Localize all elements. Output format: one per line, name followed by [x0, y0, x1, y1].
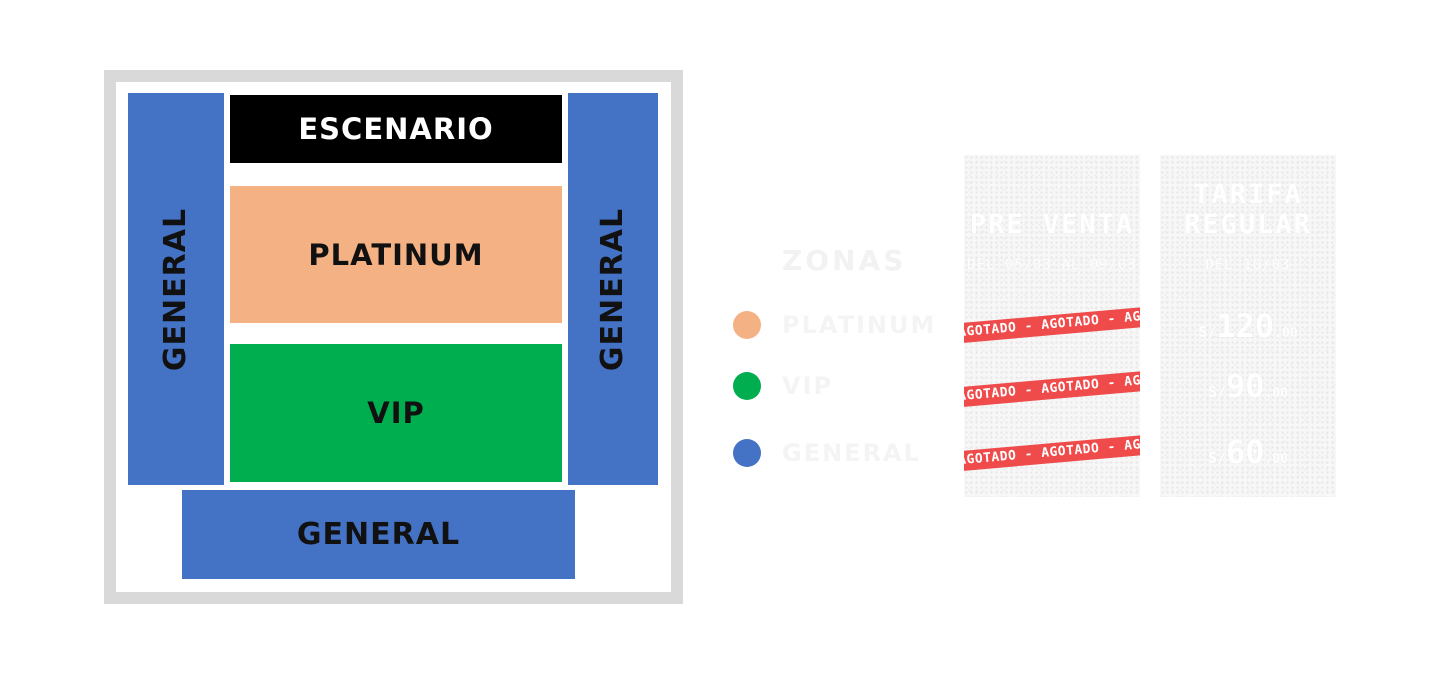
price-general: S/60.00	[1160, 433, 1336, 471]
general-zone-right[interactable]: GENERAL	[568, 93, 658, 485]
price-currency: S/	[1207, 383, 1227, 401]
legend-platinum-label: PLATINUM	[782, 311, 937, 339]
legend-title: ZONAS	[782, 244, 907, 277]
regular-subtitle: DEL 10/03	[1205, 257, 1291, 273]
vip-label: VIP	[367, 396, 425, 430]
regular-title-line1: TARIFA	[1193, 179, 1303, 210]
stage-zone: ESCENARIO	[230, 95, 562, 163]
price-cents: .00	[1264, 452, 1289, 467]
vip-legend-dot	[733, 372, 761, 400]
legend-vip-label: VIP	[782, 372, 834, 400]
general-zone-bottom[interactable]: GENERAL	[182, 490, 575, 579]
general-bottom-label: GENERAL	[296, 517, 461, 552]
vip-zone[interactable]: VIP	[230, 344, 562, 482]
price-currency: S/	[1207, 449, 1227, 467]
platinum-zone[interactable]: PLATINUM	[230, 186, 562, 323]
price-amount: 60	[1226, 433, 1265, 471]
price-cents: .00	[1274, 326, 1298, 341]
general-left-label: GENERAL	[158, 207, 194, 371]
sold-out-ribbon: AGOTADO - AGOTADO - AGOTADO	[964, 306, 1140, 344]
price-currency: S/	[1198, 323, 1217, 341]
stage-label: ESCENARIO	[298, 112, 494, 146]
price-cents: .00	[1264, 386, 1289, 401]
platinum-label: PLATINUM	[308, 237, 484, 272]
price-amount: 90	[1226, 367, 1265, 405]
sold-out-ribbon: AGOTADO - AGOTADO - AGOTADO	[964, 434, 1140, 472]
general-zone-left[interactable]: GENERAL	[128, 93, 224, 485]
sold-out-ribbon: AGOTADO - AGOTADO - AGOTADO	[964, 370, 1140, 408]
general-legend-dot	[733, 439, 761, 467]
presale-card: PRE VENTA DEL 05/03 AL 09/03 AGOTADO - A…	[964, 155, 1140, 497]
regular-title-line2: REGULAR	[1184, 209, 1312, 240]
presale-title: PRE VENTA	[969, 209, 1135, 240]
price-amount: 120	[1216, 307, 1275, 345]
price-vip: S/90.00	[1160, 367, 1336, 405]
general-right-label: GENERAL	[595, 207, 631, 371]
platinum-legend-dot	[733, 311, 761, 339]
regular-price-card: TARIFA REGULAR DEL 10/03 S/120.00 S/90.0…	[1160, 155, 1336, 497]
legend-general-label: GENERAL	[782, 439, 921, 467]
presale-subtitle: DEL 05/03 AL 09/03	[967, 257, 1137, 273]
price-platinum: S/120.00	[1160, 307, 1336, 345]
